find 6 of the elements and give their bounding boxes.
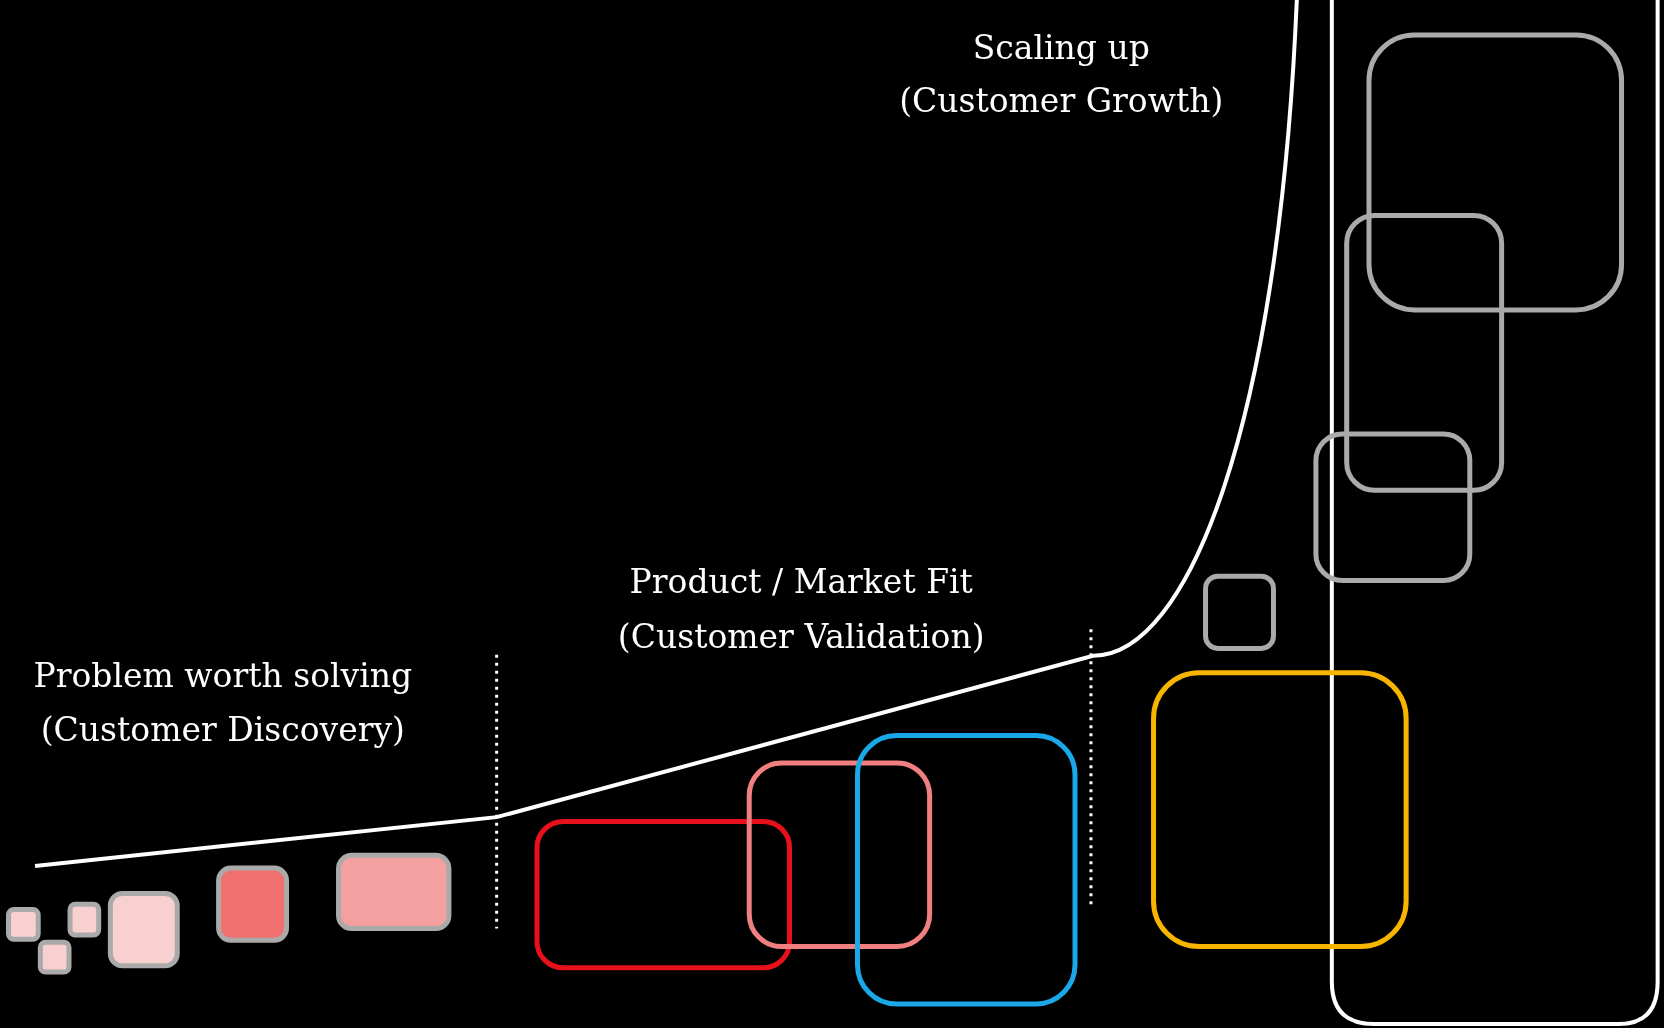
stage-subheading: (Customer Discovery) [40,710,405,750]
stage-subheading: (Customer Validation) [617,616,985,657]
stage-heading: Problem worth solving [33,656,413,696]
stage-heading: Product / Market Fit [629,561,973,602]
stage-heading: Scaling up [972,27,1150,68]
stage-subheading: (Customer Growth) [899,81,1224,121]
